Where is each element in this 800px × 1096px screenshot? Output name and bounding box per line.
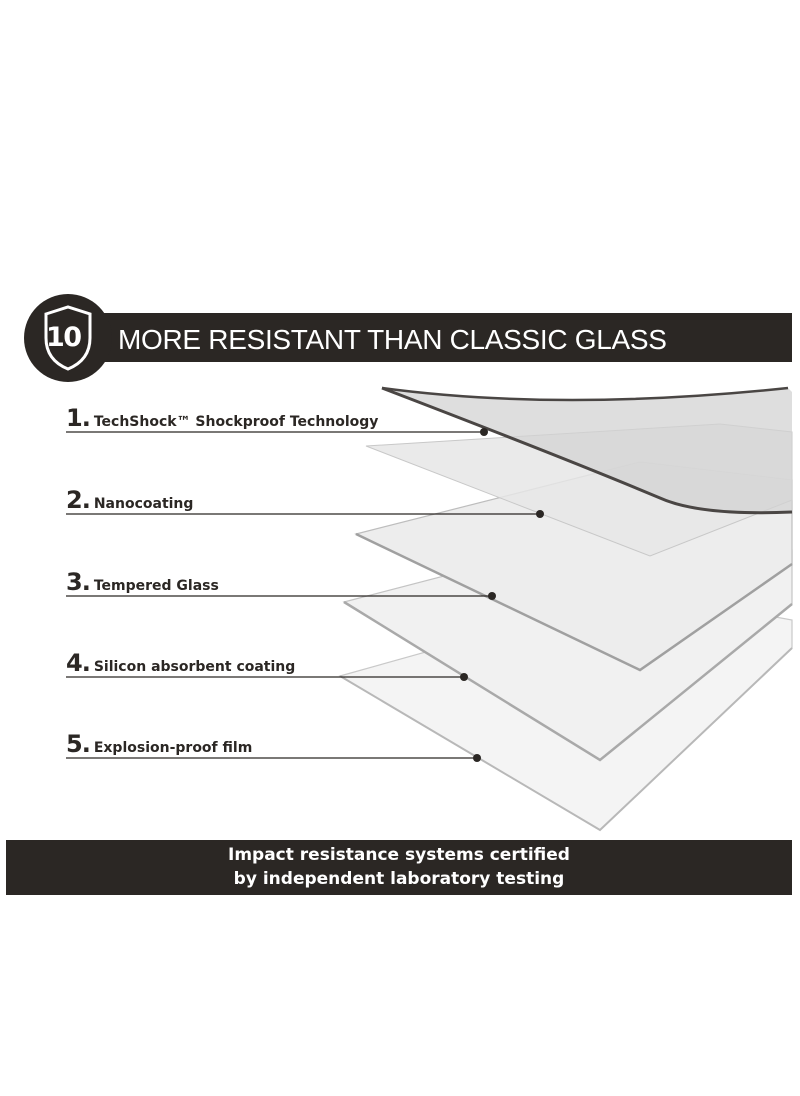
layer-label-4: 4.Silicon absorbent coating [66, 649, 295, 679]
layer-number: 4. [66, 649, 91, 677]
layer-number: 5. [66, 730, 91, 758]
badge-suffix: x [74, 26, 94, 61]
leader-dot-3 [488, 592, 496, 600]
layer-label-5: 5.Explosion-proof film [66, 730, 252, 760]
layer-name: Explosion-proof film [93, 740, 253, 756]
shield-icon [44, 305, 92, 371]
layer-number: 2. [66, 486, 91, 514]
footer-line-2: by independent laboratory testing [233, 869, 565, 889]
layer-number: 1. [66, 404, 91, 432]
leader-dot-5 [473, 754, 481, 762]
leader-dot-4 [460, 673, 468, 681]
badge-number: 10 [46, 322, 82, 353]
layer-number: 3. [66, 568, 91, 596]
layer-name: Silicon absorbent coating [93, 659, 296, 675]
header-title: MORE RESISTANT THAN CLASSIC GLASS [118, 324, 667, 355]
resistance-badge: 10 [24, 294, 112, 382]
layer-label-3: 3.Tempered Glass [66, 568, 219, 598]
footer-line-1: Impact resistance systems certified [228, 845, 570, 865]
layer-label-1: 1.TechShock™ Shockproof Technology [66, 404, 378, 434]
layer-name: Nanocoating [93, 496, 194, 512]
layer-label-2: 2.Nanocoating [66, 486, 193, 516]
layer-name: TechShock™ Shockproof Technology [93, 414, 379, 430]
leader-dot-1 [480, 428, 488, 436]
footer-bar [6, 840, 792, 895]
layer-name: Tempered Glass [93, 578, 219, 594]
header-bar [92, 313, 792, 362]
layer-sheet-1 [382, 388, 792, 513]
leader-dot-2 [536, 510, 544, 518]
